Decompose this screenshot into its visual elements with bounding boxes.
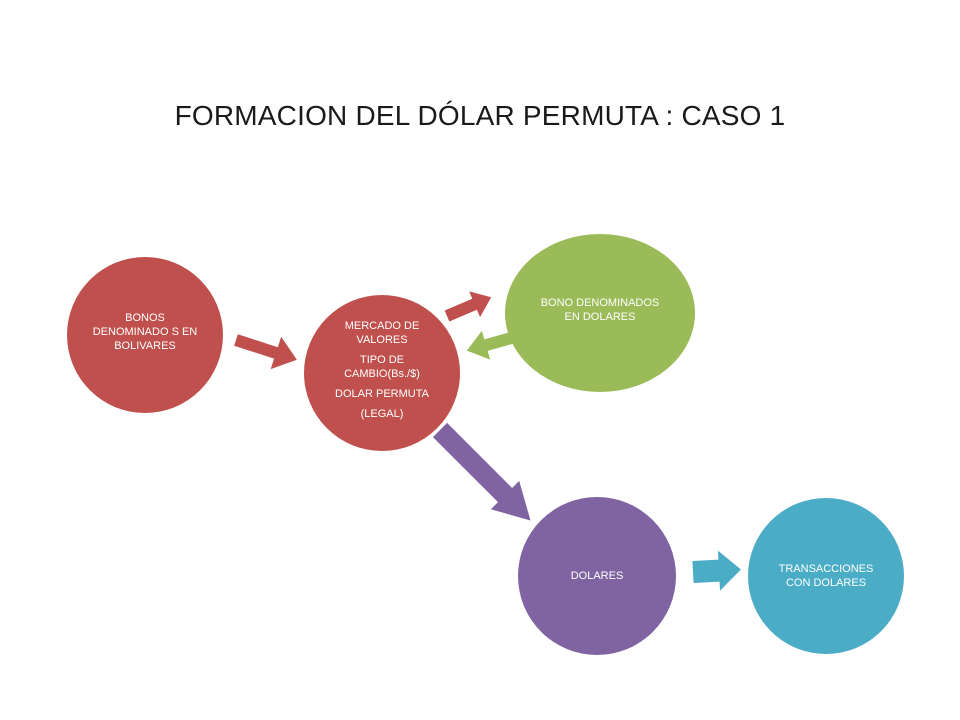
bono-dolares-circle — [505, 234, 695, 392]
mercado-line-2: VALORES — [356, 334, 408, 346]
dolares-label: DOLARES — [537, 566, 657, 586]
dolares-circle — [518, 497, 676, 655]
mercado-valores-label: MERCADO DE VALORES TIPO DE CAMBIO(Bs./$)… — [317, 310, 447, 430]
diagram-title: FORMACION DEL DÓLAR PERMUTA : CASO 1 — [174, 100, 786, 131]
arrow-bonos-to-mercado — [234, 334, 297, 370]
bonos-bolivares-line-1: BONOS — [125, 312, 165, 324]
arrow-mercado-to-dolares — [432, 422, 531, 521]
bonos-bolivares-circle — [67, 257, 223, 413]
mercado-line-3: TIPO DE — [359, 354, 404, 366]
arrow-mercado-to-bono-dolares — [444, 291, 492, 322]
transacciones-label: TRANSACCIONES CON DOLARES — [761, 558, 891, 594]
bono-dolares-line-2: EN DOLARES — [564, 311, 636, 323]
bonos-bolivares-line-3: BOLIVARES — [114, 340, 176, 352]
transacciones-line-1: TRANSACCIONES — [778, 563, 874, 575]
mercado-line-1: MERCADO DE — [344, 320, 420, 332]
bonos-bolivares-label: BONOS DENOMINADO S EN BOLIVARES — [80, 300, 210, 364]
transacciones-line-2: CON DOLARES — [785, 577, 867, 589]
bono-dolares-line-1: BONO DENOMINADOS — [540, 297, 660, 309]
dolares-text: DOLARES — [570, 570, 624, 582]
arrow-bono-dolares-to-mercado — [466, 330, 513, 360]
arrow-dolares-to-transacciones — [692, 550, 741, 591]
mercado-valores-circle — [304, 295, 460, 451]
mercado-line-6: (LEGAL) — [360, 408, 404, 420]
bonos-bolivares-line-2: DENOMINADO S EN — [92, 326, 198, 338]
mercado-line-5: DOLAR PERMUTA — [335, 388, 429, 400]
mercado-line-4: CAMBIO(Bs./$) — [344, 368, 420, 380]
transacciones-circle — [748, 498, 904, 654]
bono-dolares-label: BONO DENOMINADOS EN DOLARES — [520, 290, 680, 330]
